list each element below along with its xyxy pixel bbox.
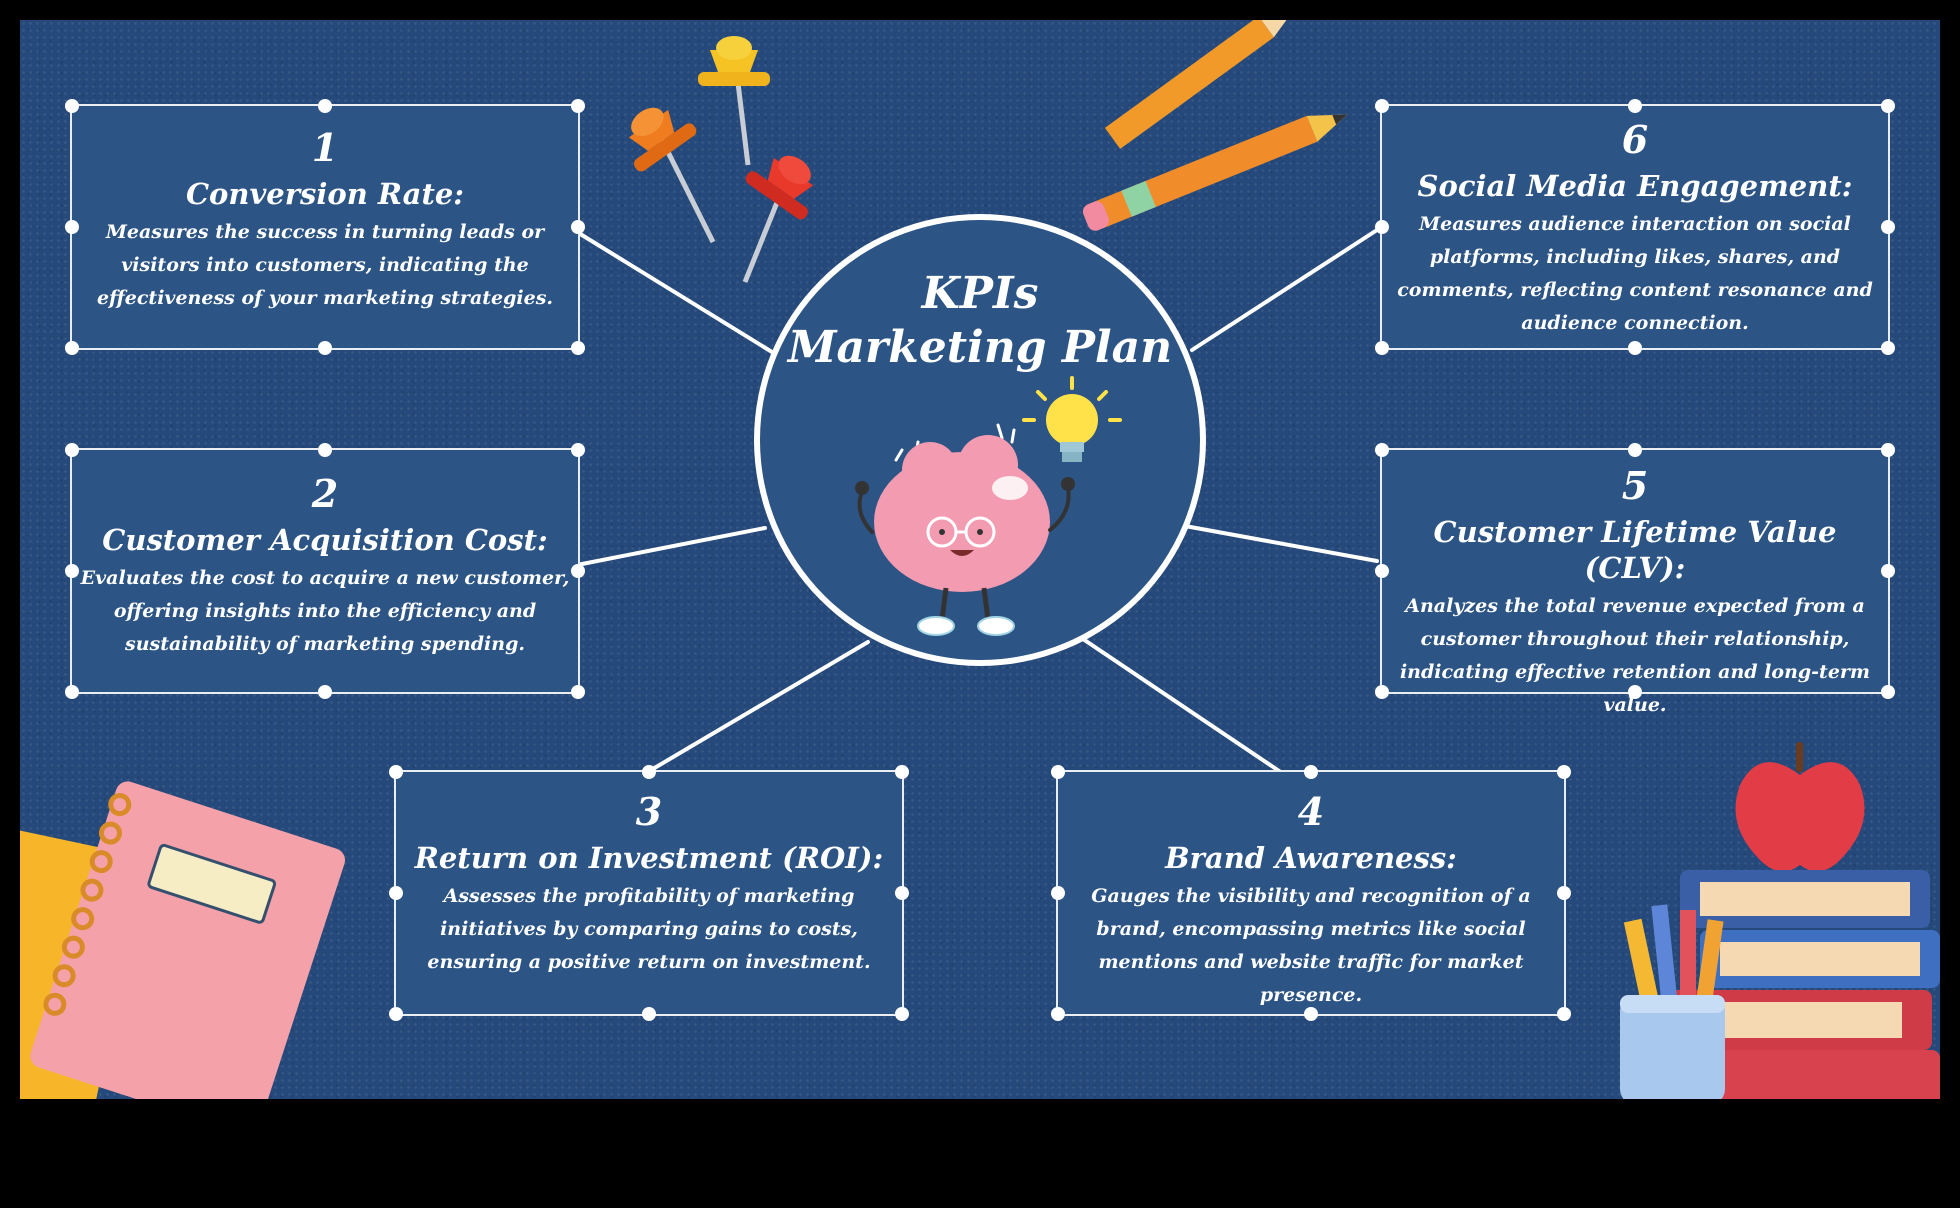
- apple-icon: [1735, 742, 1865, 872]
- kpi-box-3: 3 Return on Investment (ROI): Assesses t…: [389, 765, 909, 1021]
- connector-lines: [575, 228, 1379, 779]
- kpi-number: 4: [1297, 789, 1325, 834]
- connector-3: [644, 640, 870, 775]
- decorations: [20, 20, 1940, 1099]
- push-pin-icon: [742, 155, 814, 283]
- kpi-number: 2: [311, 471, 339, 516]
- kpi-box-1: 1 Conversion Rate: Measures the success …: [65, 99, 585, 355]
- kpi-description: Analyzes the total revenue expected from…: [1399, 595, 1871, 716]
- connector-6: [1190, 228, 1379, 352]
- light-bulb-icon: [1022, 376, 1122, 462]
- kpi-description: Evaluates the cost to acquire a new cust…: [80, 567, 570, 655]
- connector-1: [575, 230, 774, 354]
- center-title-line1: KPIs: [921, 268, 1039, 319]
- connector-2: [575, 526, 767, 567]
- brain-mascot-icon: [855, 423, 1075, 636]
- notebook-icon: [20, 781, 345, 1099]
- connector-5: [1183, 524, 1379, 563]
- push-pin-icon: [628, 107, 716, 244]
- pencil-cup-icon: [1620, 904, 1725, 1099]
- kpi-description: Gauges the visibility and recognition of…: [1091, 885, 1531, 1006]
- kpi-box-5: 5 Customer Lifetime Value (CLV): Analyze…: [1375, 443, 1895, 716]
- kpi-box-6: 6 Social Media Engagement: Measures audi…: [1375, 99, 1895, 355]
- kpi-description: Measures audience interaction on social …: [1397, 213, 1873, 334]
- infographic-board: KPIs Marketing Plan 1 Conversion Rate: M…: [20, 20, 1940, 1099]
- push-pin-icon: [698, 36, 770, 166]
- kpi-title: Social Media Engagement:: [1417, 169, 1853, 203]
- center-hub: [754, 214, 1206, 666]
- kpi-title: Brand Awareness:: [1165, 841, 1457, 875]
- center-title-line2: Marketing Plan: [787, 322, 1173, 373]
- kpi-description: Assesses the profitability of marketing …: [427, 885, 871, 973]
- connector-4: [1078, 635, 1290, 779]
- kpi-title: Customer Acquisition Cost:: [102, 523, 548, 557]
- kpi-title: Return on Investment (ROI):: [414, 841, 884, 875]
- kpi-box-4: 4 Brand Awareness: Gauges the visibility…: [1051, 765, 1571, 1021]
- kpi-title: Customer Lifetime Value (CLV):: [1433, 515, 1837, 585]
- kpi-number: 1: [311, 125, 339, 170]
- kpi-description: Measures the success in turning leads or…: [96, 221, 554, 309]
- kpi-number: 6: [1621, 117, 1649, 162]
- pencil-icon: [1082, 114, 1348, 231]
- book-stack-icon: [1670, 870, 1940, 1099]
- kpi-box-2: 2 Customer Acquisition Cost: Evaluates t…: [65, 443, 585, 699]
- pencil-icon: [1104, 20, 1299, 149]
- kpi-title: Conversion Rate:: [185, 177, 465, 211]
- kpi-number: 5: [1621, 463, 1649, 508]
- kpi-number: 3: [635, 789, 663, 834]
